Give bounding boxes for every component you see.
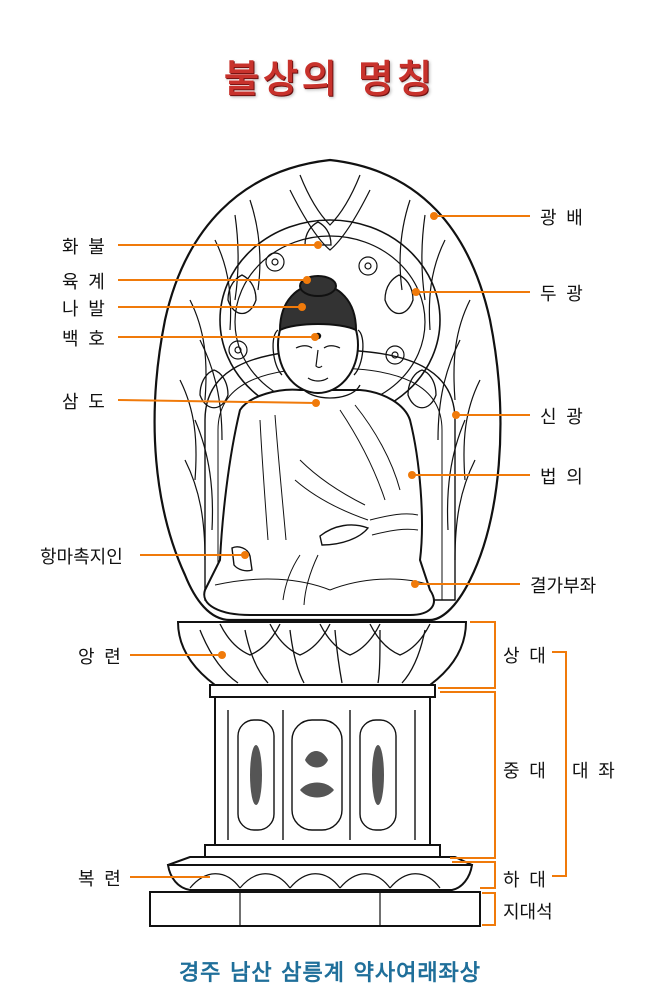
buddha-figure — [203, 275, 435, 616]
label-nabal: 나 발 — [62, 299, 107, 320]
label-daejwa: 대 좌 — [572, 761, 617, 782]
label-beobui: 법 의 — [540, 467, 585, 488]
mandorla-drawing — [153, 158, 502, 622]
label-gwangbae: 광 배 — [540, 208, 585, 229]
page-title: 불상의 명칭 — [223, 57, 437, 101]
label-jungdae: 중 대 — [503, 761, 548, 782]
label-baekho: 백 호 — [62, 329, 107, 350]
label-jidaeseok: 지대석 — [503, 902, 553, 923]
label-bokryeon: 복 련 — [78, 869, 123, 890]
leader-dots — [218, 212, 460, 659]
pedestal-drawing — [149, 621, 481, 927]
label-hangmachokjiin: 항마촉지인 — [40, 547, 123, 568]
label-dugwang: 두 광 — [540, 284, 585, 305]
label-gyeolgabujwa: 결가부좌 — [530, 576, 597, 597]
label-angryeon: 앙 련 — [78, 647, 123, 668]
label-sangdae: 상 대 — [503, 646, 548, 667]
label-hwabul: 화 불 — [62, 237, 107, 258]
label-samdo: 삼 도 — [62, 392, 107, 413]
figure-caption: 경주 남산 삼릉계 약사여래좌상 — [178, 961, 482, 986]
leader-lines — [117, 215, 567, 926]
label-hadae: 하 대 — [503, 870, 548, 891]
label-singwang: 신 광 — [540, 407, 585, 428]
label-yukgye: 육 계 — [62, 272, 107, 293]
